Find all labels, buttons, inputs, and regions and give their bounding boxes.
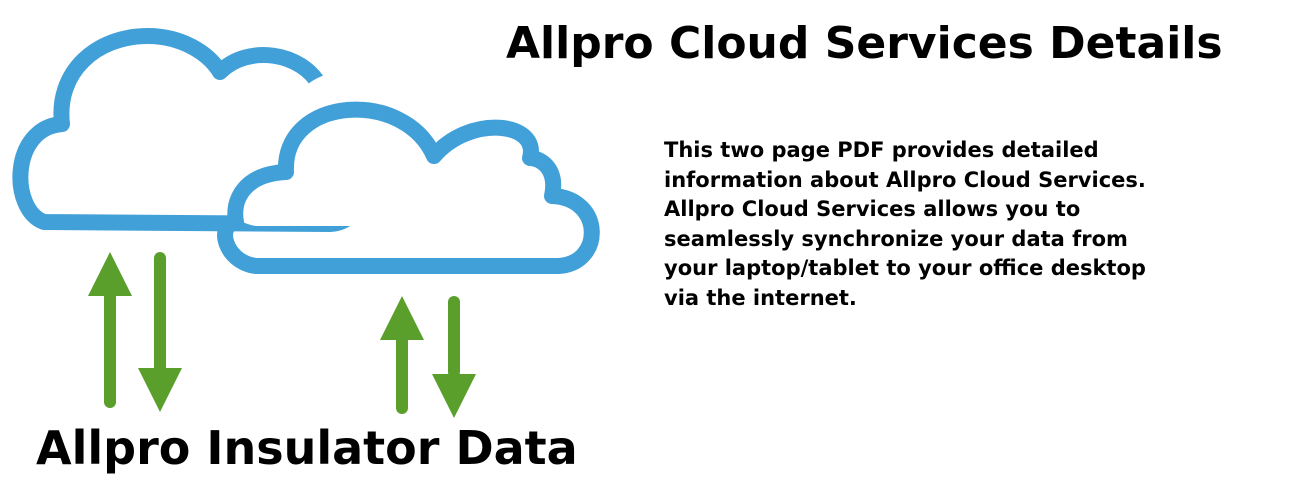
description-line: Allpro Cloud Services allows you to xyxy=(664,197,1081,222)
page-title: Allpro Cloud Services Details xyxy=(506,18,1223,69)
left-up-down-arrows-icon xyxy=(88,252,182,412)
description-line: your laptop/tablet to your office deskto… xyxy=(664,256,1146,281)
front-cloud-icon xyxy=(217,101,600,274)
right-up-down-arrows-icon xyxy=(380,296,476,418)
description-line: seamlessly synchronize your data from xyxy=(664,226,1128,251)
cloud-sync-illustration xyxy=(12,28,600,418)
description-line: information about Allpro Cloud Services. xyxy=(664,167,1146,192)
description-paragraph: This two page PDF provides detailed info… xyxy=(664,136,1264,314)
description-line: This two page PDF provides detailed xyxy=(664,138,1099,162)
description-line: via the internet. xyxy=(664,285,857,310)
insulator-data-label: Allpro Insulator Data xyxy=(36,421,578,475)
